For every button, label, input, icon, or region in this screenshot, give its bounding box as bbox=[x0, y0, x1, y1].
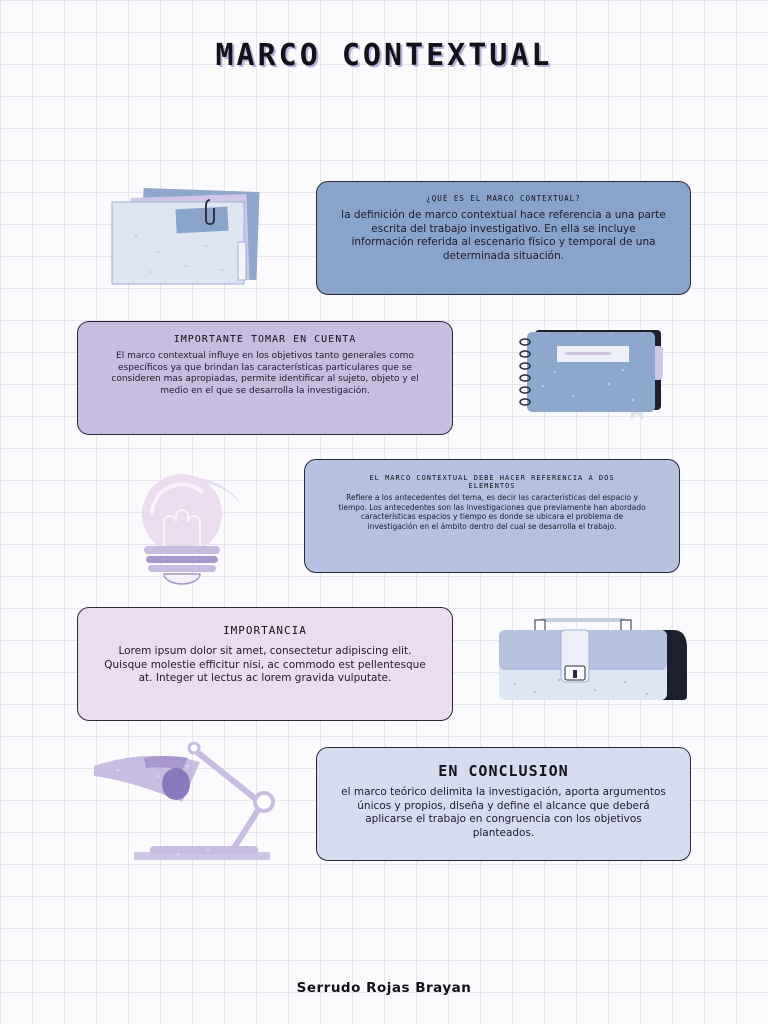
card-heading: IMPORTANTE TOMAR EN CUENTA bbox=[173, 334, 357, 345]
page-title: MARCO CONTEXTUAL bbox=[215, 38, 553, 73]
card-heading: IMPORTANCIA bbox=[223, 624, 307, 637]
card-importante: IMPORTANTE TOMAR EN CUENTA El marco cont… bbox=[77, 321, 453, 435]
card-elementos: EL MARCO CONTEXTUAL DEBE HACER REFERENCI… bbox=[304, 459, 680, 573]
card-body: El marco contextual influye en los objet… bbox=[111, 351, 419, 397]
card-body: el marco teórico delimita la investigaci… bbox=[341, 786, 666, 839]
lightbulb-icon bbox=[142, 474, 244, 585]
card-body: Lorem ipsum dolor sit amet, consectetur … bbox=[104, 645, 426, 685]
card-conclusion: EN CONCLUSION el marco teórico delimita … bbox=[316, 747, 691, 861]
card-heading: EN CONCLUSION bbox=[438, 762, 569, 780]
documents-icon bbox=[111, 188, 260, 285]
desk-lamp-icon bbox=[94, 742, 275, 860]
notebook-icon bbox=[519, 330, 663, 420]
card-heading: ¿QUE ES EL MARCO CONTEXTUAL? bbox=[426, 194, 581, 203]
card-body: la definición de marco contextual hace r… bbox=[341, 209, 666, 262]
card-importancia: IMPORTANCIA Lorem ipsum dolor sit amet, … bbox=[77, 607, 453, 721]
card-heading: EL MARCO CONTEXTUAL DEBE HACER REFERENCI… bbox=[369, 474, 615, 491]
author-name: Serrudo Rojas Brayan bbox=[296, 980, 472, 996]
briefcase-icon bbox=[499, 618, 687, 700]
card-que-es: ¿QUE ES EL MARCO CONTEXTUAL? la definici… bbox=[316, 181, 691, 295]
card-body: Refiere a los antecedentes del tema, es … bbox=[338, 492, 646, 532]
